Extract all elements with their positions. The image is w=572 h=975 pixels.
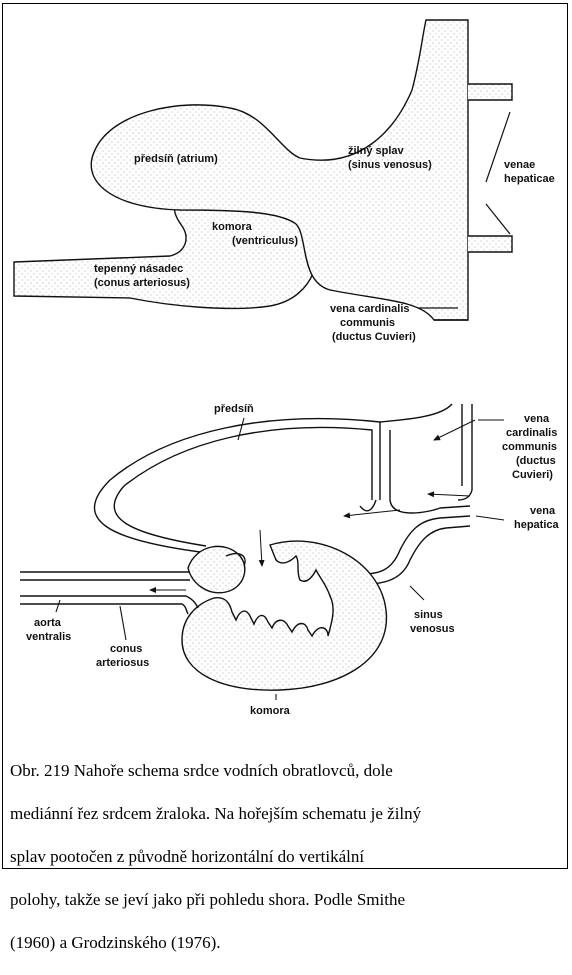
label-ventricle-bottom: komora: [250, 705, 291, 717]
label-sinus-top-2: (sinus venosus): [348, 159, 432, 171]
sinus-wall-1: [380, 404, 452, 422]
label-conus-top-1: tepenný násadec: [94, 263, 183, 275]
label-aorta-2: ventralis: [26, 631, 71, 643]
label-sinus-bottom-1: sinus: [414, 609, 443, 621]
sinus-wall-3: [458, 404, 472, 500]
aorta-lower-2: [20, 604, 188, 614]
sinoatrial-valve: [360, 500, 376, 511]
hepatic-vein-lower: [468, 236, 512, 252]
label-vena-cardinalis-2: cardinalis: [506, 427, 557, 439]
caption-line: Obr. 219 Nahoře schema srdce vodních obr…: [10, 760, 570, 782]
leader-atrium: [238, 418, 244, 440]
label-sinus-bottom-2: venosus: [410, 623, 455, 635]
bottom-section: předsíň vena cardinalis communis (ductus…: [20, 403, 560, 717]
atrium-wall-outer: [94, 419, 380, 552]
caption-line: (1960) a Grodzinského (1976).: [10, 932, 570, 954]
caption-line: splav pootočen z původně horizontální do…: [10, 846, 570, 868]
arrow-hepatica: [428, 494, 470, 496]
leader-venae-lower: [486, 204, 510, 234]
label-conus-top-2: (conus arteriosus): [94, 277, 190, 289]
label-vena-cardinalis-4: (ductus: [516, 455, 556, 467]
leader-venae-upper: [486, 112, 510, 182]
label-vena-cardinalis-1: vena: [524, 413, 550, 425]
label-venae-1: venae: [504, 159, 535, 171]
arrow-sinus: [344, 510, 400, 516]
arrow-cardinalis: [434, 420, 475, 440]
label-atrium-bottom: předsíň: [214, 403, 254, 415]
aorta-lower: [20, 596, 198, 608]
figure-caption: Obr. 219 Nahoře schema srdce vodních obr…: [10, 738, 570, 975]
label-vena-cardinalis-5: Cuvieri): [512, 469, 553, 481]
label-conus-bottom-1: conus: [110, 643, 142, 655]
label-venae-2: hepaticae: [504, 173, 555, 185]
atrium-wall-inner: [114, 427, 372, 546]
leader-conus: [120, 606, 126, 640]
label-ventricle-top-1: komora: [212, 221, 253, 233]
label-cardinalis-top-3: (ductus Cuvieri): [332, 331, 416, 343]
label-vena-cardinalis-3: communis: [502, 441, 557, 453]
leader-vena-hepatica: [476, 516, 504, 520]
leader-aorta: [56, 600, 60, 612]
label-atrium-top: předsíň (atrium): [134, 153, 218, 165]
label-aorta-1: aorta: [34, 617, 62, 629]
sinus-wall-lower: [350, 516, 470, 574]
caption-line: mediánní řez srdcem žraloka. Na hořejším…: [10, 803, 570, 825]
caption-line: polohy, takže se jeví jako při pohledu s…: [10, 889, 570, 911]
leader-sinus: [410, 586, 424, 600]
label-sinus-top-1: žilný splav: [348, 145, 405, 157]
label-cardinalis-top-2: communis: [340, 317, 395, 329]
label-cardinalis-top-1: vena cardinalis: [330, 303, 410, 315]
arrow-atrium-ventricle: [260, 530, 262, 566]
hepatic-vein-upper: [468, 84, 512, 100]
label-conus-bottom-2: arteriosus: [96, 657, 149, 669]
label-vena-hepatica-2: hepatica: [514, 519, 560, 531]
top-schema: předsíň (atrium) žilný splav (sinus veno…: [14, 20, 555, 343]
label-vena-hepatica-1: vena: [530, 505, 556, 517]
label-ventricle-top-2: (ventriculus): [232, 235, 298, 247]
